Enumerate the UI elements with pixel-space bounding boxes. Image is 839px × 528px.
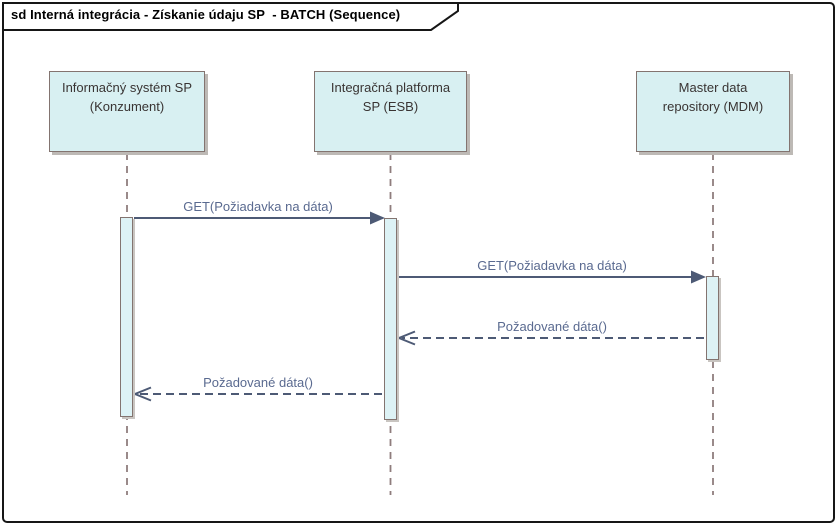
- lifeline-head-mdm: Master data repository (MDM): [636, 71, 790, 152]
- activation-bar-mdm: [706, 276, 719, 360]
- frame-tab-shape: [2, 2, 459, 31]
- filled-arrowhead-icon: [691, 270, 706, 284]
- lifeline-head-konzument: Informačný systém SP (Konzument): [49, 71, 205, 152]
- activation-bar-esb: [384, 218, 397, 420]
- message-label-get-1: GET(Požiadavka na dáta): [183, 199, 333, 214]
- frame-title-tab: [2, 2, 459, 31]
- lifeline-head-esb: Integračná platforma SP (ESB): [314, 71, 467, 152]
- message-label-get-2: GET(Požiadavka na dáta): [477, 258, 627, 273]
- open-arrowhead-icon: [132, 386, 152, 402]
- open-arrowhead-icon: [396, 330, 416, 346]
- message-label-return-1: Požadované dáta(): [497, 319, 607, 334]
- message-label-return-2: Požadované dáta(): [203, 375, 313, 390]
- filled-arrowhead-icon: [370, 211, 385, 225]
- diagram-title: sd Interná integrácia - Získanie údaju S…: [11, 7, 401, 22]
- activation-bar-konzument: [120, 217, 133, 417]
